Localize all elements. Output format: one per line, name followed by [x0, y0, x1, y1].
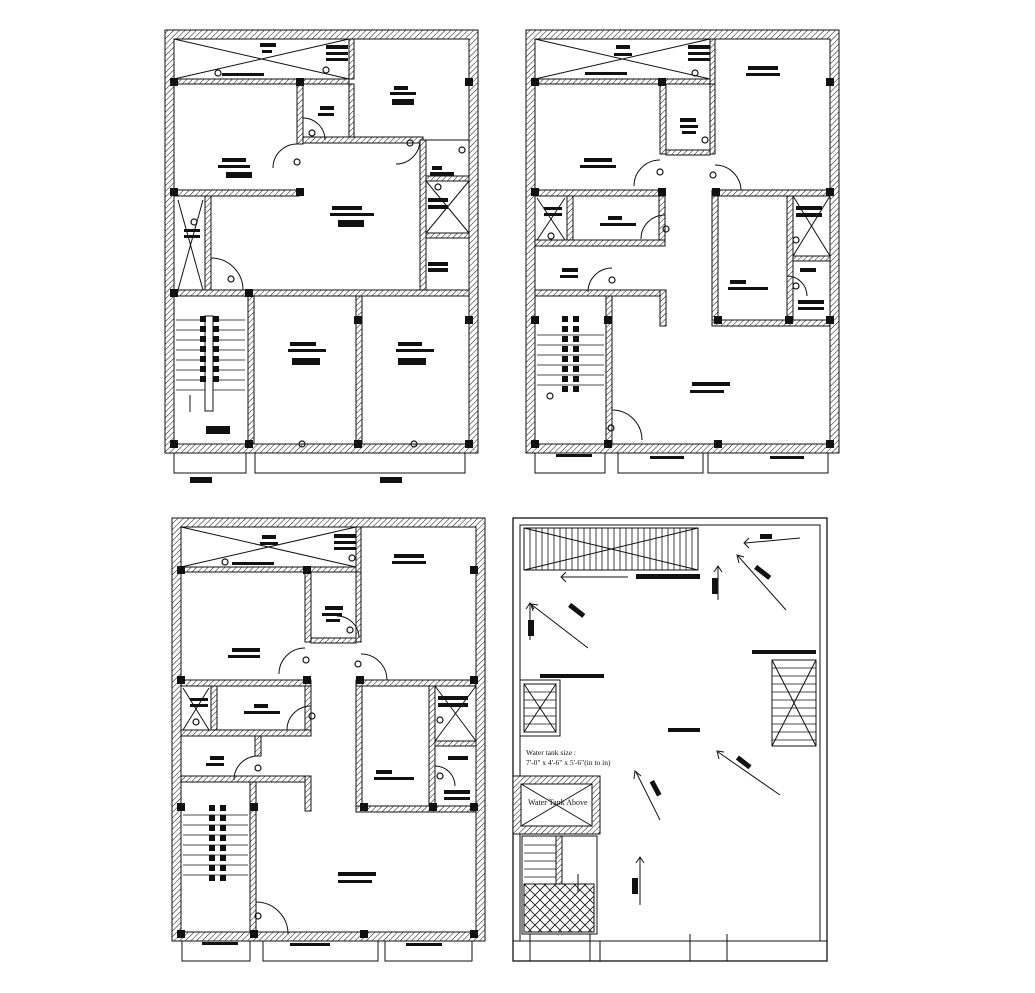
water-tank-above-label: Water Tank Above [528, 798, 588, 807]
water-tank-size-value: 7'-0" x 4'-6" x 5'-6"(in to in) [526, 758, 611, 767]
plan-terrace-roof [512, 517, 828, 962]
plan-second-floor [171, 517, 486, 962]
plan-first-floor [525, 29, 840, 474]
water-tank-size-label: Water tank size : [526, 748, 576, 757]
plan-ground-floor [164, 29, 479, 483]
